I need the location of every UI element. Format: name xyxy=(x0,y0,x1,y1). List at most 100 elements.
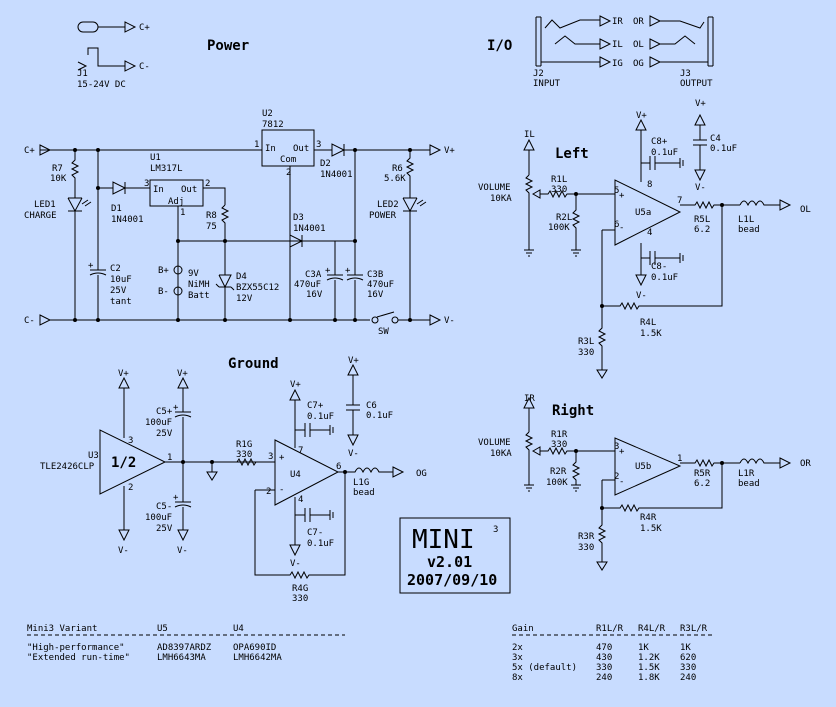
c6-label: C6 xyxy=(366,401,377,411)
u4-pin7: 7 xyxy=(298,446,303,456)
r8-label: R8 xyxy=(206,211,217,221)
right-pin1: 1 xyxy=(677,454,682,464)
c3b-value: 470uF xyxy=(367,280,394,290)
c5p-capacitor xyxy=(174,376,192,462)
c7p-value: 0.1uF xyxy=(307,412,334,422)
io-ig-label: IG xyxy=(612,59,623,69)
gain-header-3: R3L/R xyxy=(680,624,708,634)
svg-text:+: + xyxy=(325,266,331,276)
left-channel: + - xyxy=(523,113,792,379)
right-channel: + - xyxy=(523,396,792,571)
right-l1-bead xyxy=(739,458,780,465)
c5p-value: 100uF xyxy=(145,418,172,428)
u4-pin4: 4 xyxy=(298,495,303,505)
title-date: 2007/09/10 xyxy=(407,571,497,589)
u4-label: U4 xyxy=(290,470,301,480)
left-out-label: OL xyxy=(800,205,811,215)
b-plus-terminal xyxy=(173,265,183,275)
gain-row-3-r3: 240 xyxy=(680,673,696,683)
d3-label: D3 xyxy=(293,213,304,223)
u2-com: Com xyxy=(280,155,296,165)
l1g-label: L1G xyxy=(353,478,369,488)
c3a-capacitor xyxy=(326,150,356,320)
gain-row-0-r4: 1K xyxy=(638,643,649,653)
gain-row-2-r1: 330 xyxy=(596,663,612,673)
r6-value: 5.6K xyxy=(384,174,406,184)
c-minus-label: C- xyxy=(139,62,150,72)
right-r5-label: R5R xyxy=(694,469,711,479)
c5p-voltage: 25V xyxy=(156,429,173,439)
right-r4-label: R4R xyxy=(640,513,657,523)
left-pin4: 4 xyxy=(647,228,652,238)
left-r3-value: 330 xyxy=(578,348,594,358)
left-c8m-value: 0.1uF xyxy=(651,273,678,283)
variant-row-0-u5: AD8397ARDZ xyxy=(157,643,212,653)
u4-opamp xyxy=(274,439,340,506)
u3-pin2: 2 xyxy=(128,483,133,493)
right-pin3: 3 xyxy=(614,442,619,452)
left-u5a-opamp xyxy=(614,179,682,246)
left-c4-vminus: V- xyxy=(695,183,706,193)
left-pin5: 5 xyxy=(614,186,619,196)
c2-value: 10uF xyxy=(110,275,132,285)
variant-row-0-u4: OPA690ID xyxy=(233,643,276,653)
svg-text:+: + xyxy=(173,493,179,503)
c6-vplus: V+ xyxy=(348,356,359,366)
io-og-label: OG xyxy=(633,59,644,69)
title-version: v2.01 xyxy=(427,553,472,571)
variant-row-1-u5: LMH6643MA xyxy=(157,653,206,663)
u2-pin3: 3 xyxy=(316,140,321,150)
left-volume-value: 10KA xyxy=(490,194,512,204)
left-r2-value: 100K xyxy=(548,223,570,233)
io-ol-label: OL xyxy=(633,40,644,50)
ground-out-label: OG xyxy=(416,469,427,479)
gain-header-1: R1L/R xyxy=(596,624,624,634)
c3a-label: C3A xyxy=(305,270,322,280)
u3-vplus: V+ xyxy=(118,369,129,379)
u1-out: Out xyxy=(181,185,197,195)
c5m-label: C5- xyxy=(156,502,172,512)
title-box xyxy=(399,517,511,594)
c7m-value: 0.1uF xyxy=(307,539,334,549)
variant-row-1-u4: LMH6642MA xyxy=(233,653,282,663)
d4-label: D4 xyxy=(236,272,247,282)
variant-row-1-name: "Extended run-time" xyxy=(27,653,130,663)
r4g-label: R4G xyxy=(292,584,308,594)
r1g-value: 330 xyxy=(236,450,252,460)
right-r2-resistor xyxy=(571,451,581,492)
r7-resistor xyxy=(70,150,80,198)
c5p-vplus: V+ xyxy=(177,369,188,379)
svg-text:-: - xyxy=(279,485,284,495)
v-plus-label: V+ xyxy=(444,146,455,156)
u2-regulator xyxy=(261,129,315,167)
left-r5-value: 6.2 xyxy=(694,225,710,235)
title-superscript: 3 xyxy=(493,525,498,535)
c3b-capacitor xyxy=(346,274,364,320)
u1-regulator xyxy=(149,179,204,207)
c2-voltage: 25V xyxy=(110,286,127,296)
svg-text:+: + xyxy=(345,266,351,276)
left-vplus: V+ xyxy=(636,111,647,121)
gain-row-3-r4: 1.8K xyxy=(638,673,660,683)
right-r3-resistor xyxy=(596,508,608,571)
svg-text:+: + xyxy=(88,261,94,271)
batt-label: Batt xyxy=(188,291,210,301)
variant-table: Mini3 Variant U5 U4 "High-performance" A… xyxy=(27,624,345,663)
c5m-voltage: 25V xyxy=(156,524,173,534)
u1-pin3: 3 xyxy=(144,179,149,189)
batt-voltage: 9V xyxy=(188,269,199,279)
led2-diode xyxy=(402,197,418,320)
ground-heading: Ground xyxy=(228,356,279,372)
variant-row-0-name: "High-performance" xyxy=(27,643,125,653)
u1-part: LM317L xyxy=(150,164,183,174)
left-u5-label: U5a xyxy=(635,208,651,218)
sw-label: SW xyxy=(378,327,389,337)
c5p-label: C5+ xyxy=(156,407,173,417)
u4-vplus: V+ xyxy=(290,380,301,390)
gain-row-3-gain: 8x xyxy=(512,673,523,683)
gain-row-1-r3: 620 xyxy=(680,653,696,663)
right-out-label: OR xyxy=(800,459,811,469)
r1g-resistor xyxy=(236,457,257,467)
u3-pin1: 1 xyxy=(167,453,172,463)
